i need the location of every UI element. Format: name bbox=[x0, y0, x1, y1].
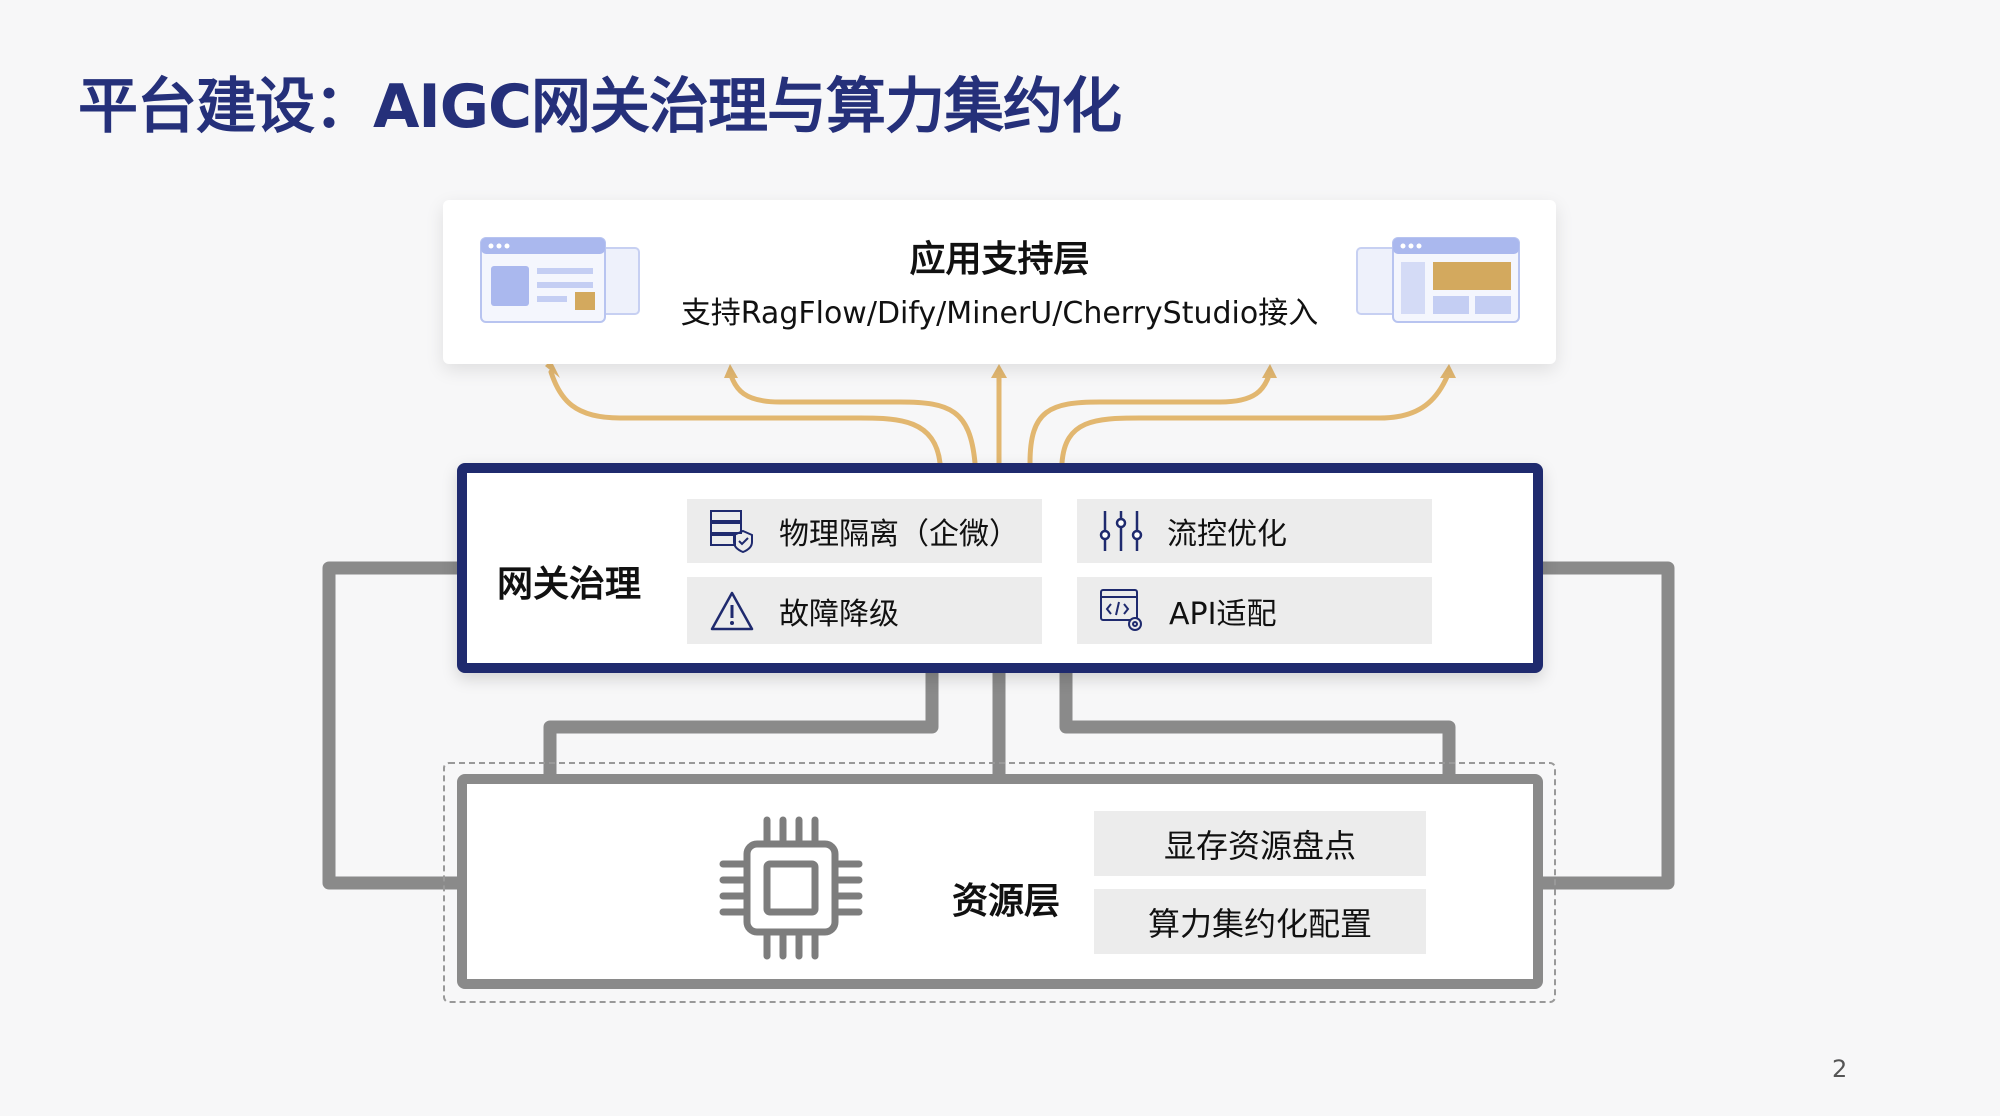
gateway-item-api-adaptation: API适配 bbox=[1077, 577, 1432, 644]
sliders-icon bbox=[1099, 511, 1143, 551]
resource-item-compute-config: 算力集约化配置 bbox=[1094, 889, 1426, 954]
page-title: 平台建设：AIGC网关治理与算力集约化 bbox=[78, 72, 1122, 142]
application-layer-title: 应用支持层 bbox=[909, 239, 1090, 280]
gateway-label: 网关治理 bbox=[497, 564, 642, 605]
arrow-1 bbox=[548, 369, 943, 466]
arrow-4 bbox=[1027, 369, 1273, 466]
gateway-item-flow-control: 流控优化 bbox=[1077, 499, 1432, 563]
dashboard-window-icon bbox=[1356, 237, 1520, 323]
gateway-governance-box: 网关治理 物理隔离（企微） 流控优化 故障降级 API适配 bbox=[457, 463, 1543, 673]
gateway-item-label: 故障降级 bbox=[779, 596, 899, 632]
gateway-item-label: 物理隔离（企微） bbox=[779, 517, 1019, 552]
application-layer-subtitle: 支持RagFlow/Dify/MinerU/CherryStudio接入 bbox=[680, 296, 1319, 331]
gateway-item-label: API适配 bbox=[1169, 596, 1277, 632]
warning-icon bbox=[710, 591, 754, 630]
arrow-2 bbox=[727, 369, 978, 466]
resource-item-memory-inventory: 显存资源盘点 bbox=[1094, 811, 1426, 876]
resource-layer-label: 资源层 bbox=[952, 881, 1061, 922]
resource-layer-box: 资源层 显存资源盘点 算力集约化配置 bbox=[457, 774, 1543, 989]
gold-arrows bbox=[548, 369, 1452, 466]
arrowheads bbox=[545, 360, 1456, 378]
server-shield-icon bbox=[710, 510, 753, 553]
browser-window-icon bbox=[480, 237, 640, 323]
gateway-item-physical-isolation: 物理隔离（企微） bbox=[687, 499, 1042, 563]
resource-dashed-boundary bbox=[443, 762, 1556, 1003]
gateway-item-label: 流控优化 bbox=[1167, 517, 1287, 552]
chip-icon bbox=[719, 816, 863, 960]
gray-links bbox=[322, 561, 1675, 890]
page-number: 2 bbox=[1832, 1055, 1848, 1083]
gateway-item-fault-degradation: 故障降级 bbox=[687, 577, 1042, 644]
code-gear-icon bbox=[1100, 588, 1142, 631]
application-layer-box: 应用支持层 支持RagFlow/Dify/MinerU/CherryStudio… bbox=[443, 200, 1556, 364]
arrow-5 bbox=[1059, 369, 1452, 466]
